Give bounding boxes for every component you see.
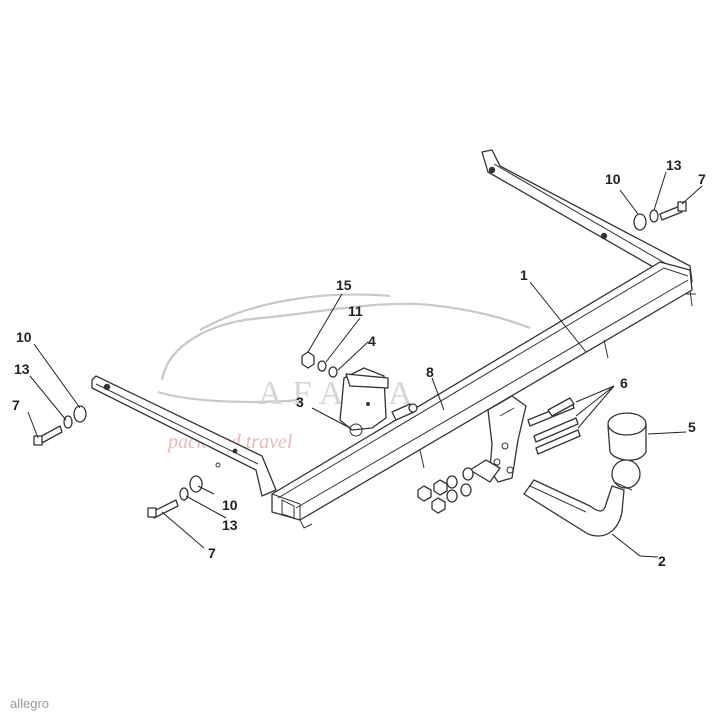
callout-6: 6: [620, 375, 628, 391]
callout-10-left: 10: [16, 329, 32, 345]
callout-5: 5: [688, 419, 696, 435]
coupling-mounting-plate: [469, 395, 527, 483]
callout-7-right: 7: [698, 171, 706, 187]
callout-10-right: 10: [605, 171, 621, 187]
leader-lines: [27, 171, 703, 558]
watermark-car-silhouette: [160, 302, 531, 381]
tow-ball-cap: [607, 412, 647, 461]
callout-7-bottom: 7: [208, 545, 216, 561]
callout-8: 8: [426, 364, 434, 380]
bolts-set: [527, 397, 581, 455]
left-fasteners: [33, 405, 87, 446]
nuts-and-washers-group: [417, 467, 474, 514]
callout-1: 1: [520, 267, 528, 283]
watermark-brand: AFAKA: [258, 375, 423, 412]
left-side-bracket: [91, 375, 277, 497]
tow-ball-hook: [523, 459, 641, 537]
callout-13-right: 13: [666, 157, 682, 173]
bottom-left-fasteners: [147, 475, 203, 519]
callout-15: 15: [336, 277, 352, 293]
marketplace-watermark: allegro: [10, 696, 49, 711]
socket-bracket: [339, 367, 389, 437]
callout-labels: 1 2 3 4 5 6 7 7 7 8 10 10 10 11 13 13 13…: [12, 157, 706, 569]
callout-7-left: 7: [12, 397, 20, 413]
callout-10-bottom: 10: [222, 497, 238, 513]
callout-3: 3: [296, 394, 304, 410]
callout-13-left: 13: [14, 361, 30, 377]
right-fasteners: [633, 201, 687, 231]
callout-2: 2: [658, 553, 666, 569]
main-cross-beam: [271, 261, 693, 529]
callout-13-bottom: 13: [222, 517, 238, 533]
right-side-bracket: [481, 149, 696, 307]
callout-11: 11: [348, 303, 363, 319]
callout-4: 4: [368, 333, 376, 349]
small-hardware: [301, 351, 418, 421]
